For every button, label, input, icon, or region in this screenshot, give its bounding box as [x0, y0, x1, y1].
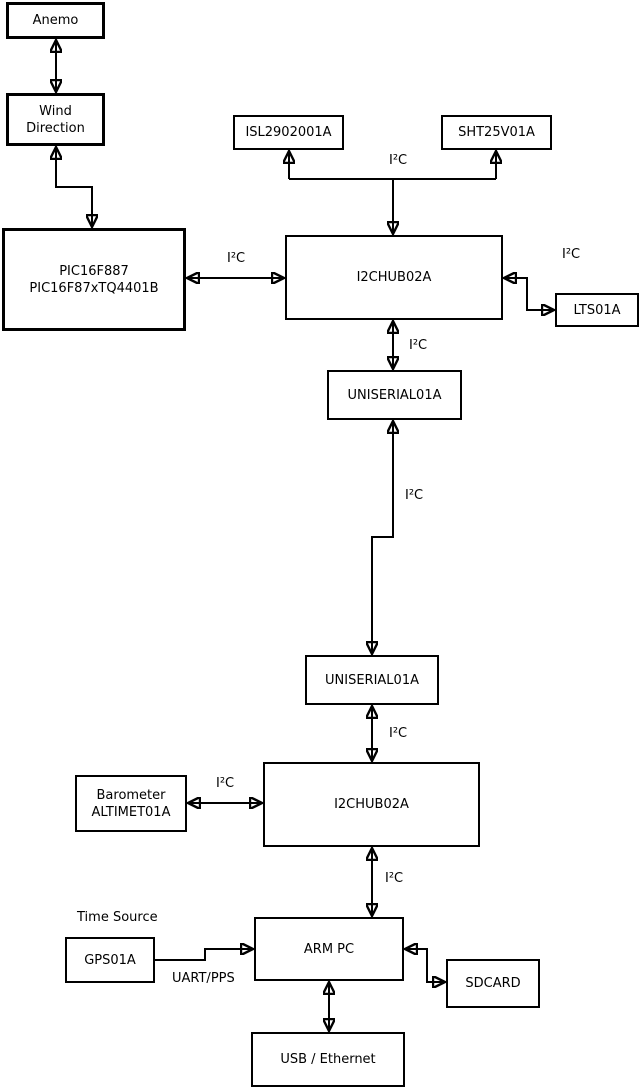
arrow-uniserial1-uniserial2 [372, 421, 393, 654]
label-time-source: Time Source [77, 910, 158, 925]
box-i2c-hub-upper: I2CHUB02A [285, 235, 503, 320]
arrow-gps-armpc [155, 949, 253, 961]
label-i2c-sensor-branch: I²C [389, 153, 408, 168]
label-i2c-uniserial1-uniserial2: I²C [405, 488, 424, 503]
box-isl-sensor: ISL2902001A [233, 115, 344, 150]
box-wind-direction: Wind Direction [6, 93, 105, 146]
box-arm-pc: ARM PC [254, 917, 404, 981]
box-sht-sensor: SHT25V01A [441, 115, 552, 150]
box-lts-sensor: LTS01A [555, 293, 639, 327]
label-i2c-hub1-lts: I²C [562, 247, 581, 262]
arrow-hub1-lts [504, 278, 554, 310]
box-gps: GPS01A [65, 937, 155, 983]
arrow-armpc-sdcard [405, 949, 445, 982]
arrow-wind-pic [56, 147, 92, 227]
label-i2c-hub1-uniserial1: I²C [409, 338, 428, 353]
box-usb-ethernet: USB / Ethernet [251, 1032, 405, 1087]
label-uart-pps: UART/PPS [172, 971, 235, 986]
box-sdcard: SDCARD [446, 959, 540, 1008]
box-i2c-hub-lower: I2CHUB02A [263, 762, 480, 847]
box-pic-controller: PIC16F887 PIC16F87xTQ4401B [2, 228, 186, 331]
box-uniserial-upper: UNISERIAL01A [327, 370, 462, 420]
label-i2c-pic-hub1: I²C [227, 251, 246, 266]
label-i2c-barometer-hub2: I²C [216, 776, 235, 791]
box-barometer: Barometer ALTIMET01A [75, 775, 187, 832]
box-uniserial-lower: UNISERIAL01A [305, 655, 439, 705]
label-i2c-uniserial2-hub2: I²C [389, 726, 408, 741]
box-anemo: Anemo [6, 2, 105, 39]
label-i2c-hub2-armpc: I²C [385, 871, 404, 886]
